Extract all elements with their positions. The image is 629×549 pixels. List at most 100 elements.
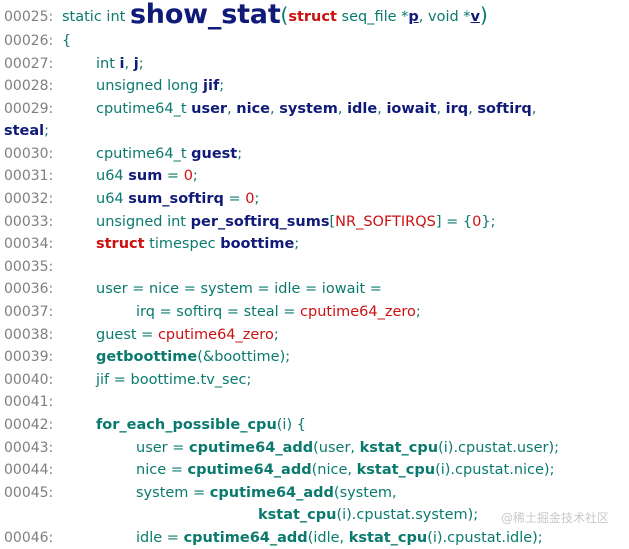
code-token: p [408,9,419,25]
code-token: , [124,55,134,72]
line-number: 00028: [4,78,54,95]
code-token: user = nice = system = idle = iowait = [96,281,382,298]
code-line: 00030:cputime64_t guest; [4,143,629,166]
code-token: j [133,55,139,72]
code-token: per_softirq_sums [190,213,330,230]
code-token: u64 [96,190,129,207]
code-token: int [96,55,120,72]
code-token: { [62,33,72,49]
line-content: u64 sum_softirq = 0; [96,191,259,207]
code-token: , [468,100,478,117]
code-line: 00046:idle = cputime64_add(idle, kstat_c… [4,527,629,549]
line-number: 00029: [4,100,54,117]
line-number: 00026: [4,33,54,49]
wrapped-continuation: steal; [4,120,49,142]
line-number: 00041: [4,394,54,411]
code-listing: 00025:static int show_stat(struct seq_fi… [4,1,629,549]
code-token: user [191,100,228,117]
code-token: , [227,100,237,117]
code-token: = [223,190,246,207]
code-token: ; [219,78,225,95]
code-line: 00032: u64 sum_softirq = 0; [4,188,629,211]
code-line: 00042:for_each_possible_cpu(i) { [4,414,629,437]
code-token: irq = softirq = steal = [136,303,301,320]
code-token: NR_SOFTIRQS [335,213,436,230]
code-token: (nice, [311,462,357,479]
line-content: unsigned long jif; [96,78,224,94]
code-token: ) [480,3,488,27]
code-token: = [162,168,184,185]
code-token: , void * [418,9,471,25]
watermark: @稀土掘金技术社区 [500,511,609,525]
code-token: guest [191,145,238,162]
code-line: 00039:getboottime(&boottime); [4,346,629,369]
line-content: int i, j; [96,56,144,72]
code-token: [ [329,213,336,230]
code-token: jif [203,78,220,95]
line-content: u64 sum = 0; [96,168,198,184]
line-number: 00037: [4,303,54,320]
code-line: 00043: user = cputime64_add(user, kstat_c… [4,437,629,460]
code-token: cputime64_add [183,529,308,546]
line-number: 00027: [4,55,54,72]
code-token: , [337,100,348,117]
code-token: , [531,100,537,117]
line-number: 00039: [4,349,54,366]
code-token: system = [136,484,210,501]
code-token: (i).cpustat.nice); [435,462,555,479]
line-content: user = cputime64_add(user, kstat_cpu(i).… [136,440,559,456]
code-token: kstat_cpu [258,507,337,524]
line-content: struct timespec boottime; [96,236,299,252]
code-token: (i) { [276,416,306,433]
line-number: 00030: [4,145,54,162]
line-content: guest = cputime64_zero; [96,327,279,343]
line-number: 00034: [4,236,54,253]
code-token: (i).cpustat.idle); [427,529,543,546]
code-line: kstat_cpu(i).cpustat.system); [4,504,629,527]
code-token: u64 [96,168,129,185]
code-token: (&boottime); [197,349,291,366]
line-number: 00032: [4,190,54,207]
line-number: 00044: [4,462,54,479]
code-token: seq_file * [336,9,409,25]
code-token: for_each_possible_cpu [96,416,277,433]
code-token: kstat_cpu [359,439,439,456]
code-token: cputime64_add [209,484,334,501]
code-token: cputime64_add [187,462,312,479]
line-number: 00036: [4,281,54,298]
code-line: 00026: { [4,30,629,53]
code-token: show_stat [129,0,281,30]
code-token: ; [254,190,260,207]
code-line: 00044:nice = cputime64_add(nice, kstat_c… [4,459,629,482]
code-token: ; [44,122,50,139]
code-token: steal [4,122,45,139]
code-token: iowait [386,100,437,117]
line-number: 00035: [4,258,54,275]
code-token: timespec [144,236,221,253]
code-line: 00025:static int show_stat(struct seq_fi… [4,1,629,30]
code-line: 00040:jif = boottime.tv_sec; [4,369,629,392]
line-content: user = nice = system = idle = iowait = [96,281,382,297]
code-token: user = [136,439,189,456]
code-token: kstat_cpu [348,529,428,546]
code-token: guest = [96,326,158,343]
line-content: cputime64_t user, nice, system, idle, io… [96,101,536,117]
code-token: ; [138,55,144,72]
code-line: 00031:u64 sum = 0; [4,165,629,188]
line-content: idle = cputime64_add(idle, kstat_cpu(i).… [136,530,543,546]
code-token: ; [415,303,421,320]
line-content: system = cputime64_add(system, [136,485,397,501]
line-content: unsigned int per_softirq_sums[NR_SOFTIRQ… [96,214,495,230]
code-line: 00038:guest = cputime64_zero; [4,324,629,347]
line-number: 00043: [4,439,54,456]
code-token: jif = boottime.tv_sec; [96,371,252,388]
code-token: ( [280,3,289,27]
code-line: 00033:unsigned int per_softirq_sums[NR_S… [4,211,629,234]
code-token: v [470,9,480,25]
code-token: cputime64_add [189,439,314,456]
code-token: idle = [136,529,184,546]
code-token: static int [62,9,130,25]
code-line: 00041: [4,391,629,414]
code-token: (i).cpustat.system); [336,507,479,524]
code-token: (user, [313,439,360,456]
